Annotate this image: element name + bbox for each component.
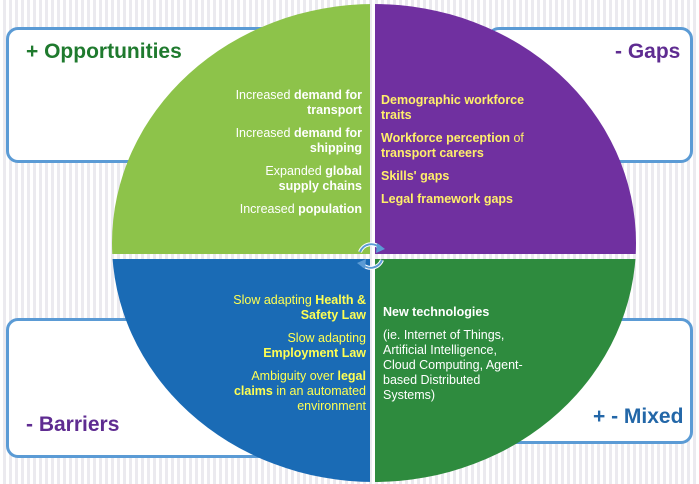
mixed-list: New technologies (ie. Internet of Things… [383, 305, 573, 403]
mixed-line-3: Cloud Computing, Agent- [383, 358, 523, 372]
mixed-line-4: based Distributed [383, 373, 481, 387]
gaps-label: - Gaps [615, 40, 681, 63]
mixed-title: New technologies [383, 305, 490, 319]
opportunities-list: Increased demand for transport Increased… [170, 88, 362, 225]
gap-skills: Skills' gaps [381, 169, 450, 183]
opportunities-label: + Opportunities [26, 40, 182, 63]
gap-demographic: Demographic workforce traits [381, 93, 525, 122]
barriers-label: - Barriers [26, 413, 120, 436]
opportunity-shipping: Increased demand for shipping [235, 126, 362, 155]
mixed-line-2: Artificial Intelligence, [383, 343, 497, 357]
mixed-line-1: (ie. Internet of Things, [383, 328, 505, 342]
gap-perception: Workforce perception of transport career… [381, 131, 524, 160]
gaps-list: Demographic workforce traits Workforce p… [381, 93, 581, 215]
opportunity-supply-chains: Expanded global supply chains [265, 164, 362, 193]
cycle-arrows-icon [357, 242, 385, 270]
barrier-legal-claims: Ambiguity over legal claims in an automa… [233, 369, 366, 413]
gap-legal: Legal framework gaps [381, 192, 513, 206]
barriers-list: Slow adapting Health & Safety Law Slow a… [176, 293, 366, 422]
barrier-health-safety: Slow adapting Health & Safety Law [233, 293, 366, 322]
opportunity-transport: Increased demand for transport [235, 88, 362, 117]
opportunity-population: Increased population [239, 202, 362, 216]
mixed-label: + - Mixed [593, 405, 684, 428]
barrier-employment: Slow adapting Employment Law [263, 331, 366, 360]
mixed-line-5: Systems) [383, 388, 436, 402]
